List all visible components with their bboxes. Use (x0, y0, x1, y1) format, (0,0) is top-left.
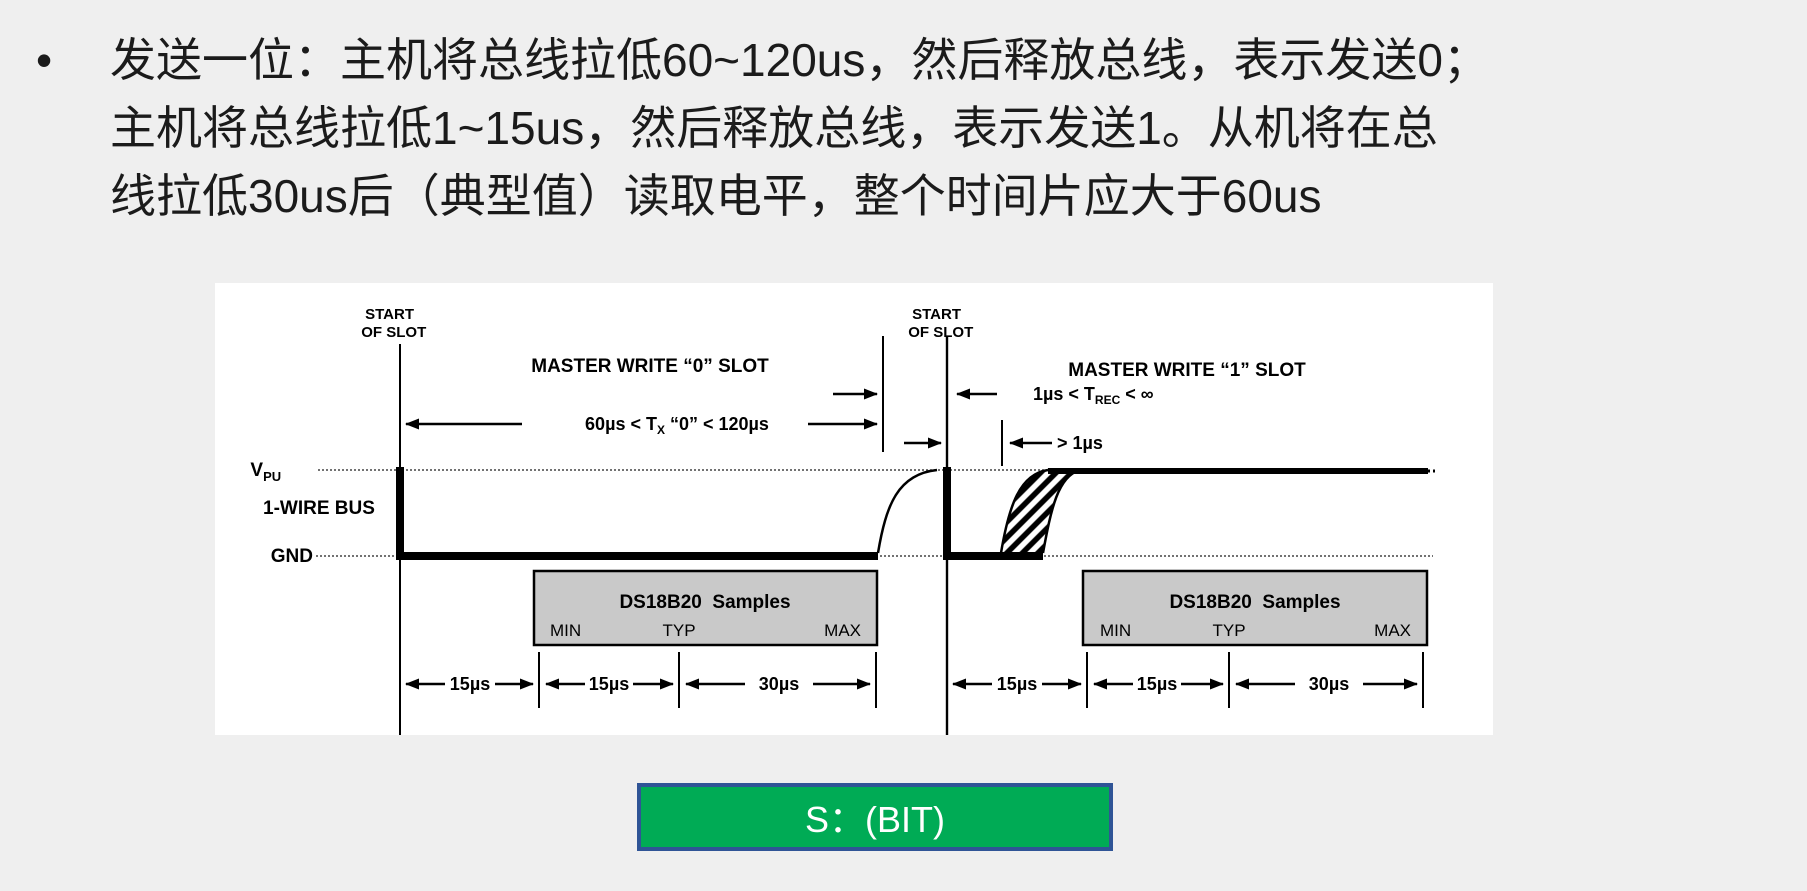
write1-dim-15us-b: 15µs (1137, 674, 1177, 694)
gnd-label: GND (271, 546, 313, 567)
write0-samples-max: MAX (824, 621, 861, 640)
bullet-paragraph: 发送一位：主机将总线拉低60~120us，然后释放总线，表示发送0； 主机将总线… (110, 26, 1489, 230)
write1-waveform-low (943, 467, 1043, 560)
s-bit-button[interactable]: S：(BIT) (637, 783, 1113, 851)
one-wire-bus-label: 1-WIRE BUS (263, 498, 375, 519)
write1-rise-curve-early (999, 468, 1049, 554)
bullet-text-line-3: 线拉低30us后（典型值）读取电平，整个时间片应大于60us (110, 170, 1322, 222)
write1-dim-30us: 30µs (1309, 674, 1349, 694)
slot1-start-label: START OF SLOT (215, 283, 986, 341)
write0-samples-box (532, 569, 879, 647)
trec-label: 1µs < TREC < ∞ (1008, 384, 1169, 407)
write1-dim-15us-a: 15µs (997, 674, 1037, 694)
diagram-background (215, 283, 1493, 735)
vpu-label: VPU (224, 460, 297, 486)
tx0-window-label: 60µs < TX “0” < 120µs (560, 414, 784, 437)
write0-samples-typ: TYP (662, 621, 695, 640)
write0-samples-title: DS18B20 Samples (619, 592, 790, 613)
write0-dim-15us-b: 15µs (589, 674, 629, 694)
bullet-text-line-1: 发送一位：主机将总线拉低60~120us，然后释放总线，表示发送0； (110, 34, 1489, 86)
write0-waveform-low (396, 467, 878, 560)
write1-samples-box (1081, 569, 1429, 647)
bullet-point: • (36, 34, 53, 86)
bullet-text-line-2: 主机将总线拉低1~15us，然后释放总线，表示发送1。从机将在总 (110, 102, 1438, 154)
write0-samples-min: MIN (550, 621, 581, 640)
write1-samples-typ: TYP (1212, 621, 1245, 640)
master-write-0-title: MASTER WRITE “0” SLOT (531, 356, 769, 377)
write0-dim-30us: 30µs (759, 674, 799, 694)
gt1us-label: > 1µs (1057, 433, 1103, 453)
write0-dim-15us-a: 15µs (450, 674, 490, 694)
master-write-1-title: MASTER WRITE “1” SLOT (1068, 360, 1306, 381)
write0-rise-curve (876, 468, 938, 554)
timing-diagram-figure: START OF SLOT START OF SLOT MASTER WRITE… (215, 283, 1493, 735)
s-bit-button-label: S：(BIT) (805, 799, 945, 840)
write1-samples-min: MIN (1100, 621, 1131, 640)
write1-samples-max: MAX (1374, 621, 1411, 640)
write1-samples-title: DS18B20 Samples (1169, 592, 1340, 613)
slot0-start-label: START OF SLOT (215, 283, 439, 341)
